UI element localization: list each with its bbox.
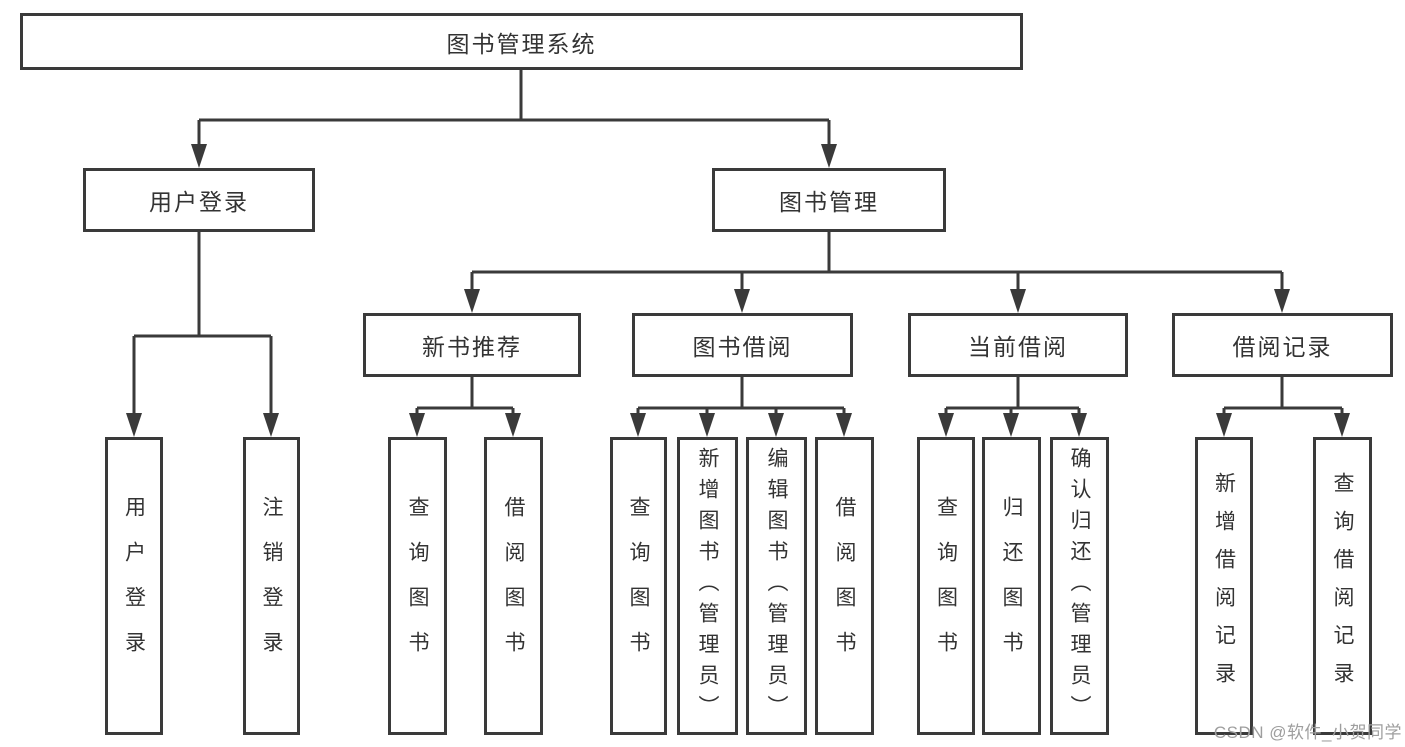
node-leaf-query-books-borrowing-label: 查询图书 <box>627 496 650 676</box>
node-leaf-return-books-label: 归还图书 <box>1000 496 1023 676</box>
node-leaf-edit-books-admin: 编辑图书（管理员） <box>746 437 807 735</box>
node-current-borrowing: 当前借阅 <box>908 313 1128 377</box>
node-leaf-add-borrow-record-label: 新增借阅记录 <box>1212 472 1236 700</box>
node-borrowing-records: 借阅记录 <box>1172 313 1393 377</box>
node-leaf-add-books-admin-label: 新增图书（管理员） <box>696 446 719 726</box>
node-leaf-logout: 注销登录 <box>243 437 300 735</box>
node-current-borrowing-label: 当前借阅 <box>968 334 1068 360</box>
node-leaf-edit-books-admin-label: 编辑图书（管理员） <box>765 446 788 726</box>
node-leaf-confirm-return-admin-label: 确认归还（管理员） <box>1068 446 1091 726</box>
node-leaf-query-books-current-label: 查询图书 <box>934 496 958 676</box>
node-book-borrowing-label: 图书借阅 <box>692 334 793 360</box>
node-leaf-borrow-books-label: 借阅图书 <box>833 496 856 676</box>
node-leaf-confirm-return-admin: 确认归还（管理员） <box>1050 437 1109 735</box>
arrowheads <box>126 144 1350 437</box>
node-leaf-query-borrow-record-label: 查询借阅记录 <box>1331 472 1354 700</box>
node-new-book-recommend: 新书推荐 <box>363 313 581 377</box>
node-leaf-user-login: 用户登录 <box>105 437 163 735</box>
node-leaf-user-login-label: 用户登录 <box>122 496 146 676</box>
node-borrowing-records-label: 借阅记录 <box>1232 334 1333 360</box>
node-user-login: 用户登录 <box>83 168 315 232</box>
node-leaf-add-borrow-record: 新增借阅记录 <box>1195 437 1253 735</box>
node-book-management-label: 图书管理 <box>779 189 879 215</box>
node-library-system: 图书管理系统 <box>20 13 1023 70</box>
node-leaf-logout-label: 注销登录 <box>260 496 283 676</box>
node-leaf-borrow-books: 借阅图书 <box>815 437 874 735</box>
csdn-watermark: CSDN @软件_小贺同学 <box>1213 723 1402 742</box>
node-leaf-return-books: 归还图书 <box>982 437 1041 735</box>
node-book-borrowing: 图书借阅 <box>632 313 853 377</box>
node-leaf-query-books-current: 查询图书 <box>917 437 975 735</box>
node-leaf-query-borrow-record: 查询借阅记录 <box>1313 437 1372 735</box>
node-leaf-query-books-recommend-label: 查询图书 <box>406 496 429 676</box>
node-new-book-recommend-label: 新书推荐 <box>422 334 522 360</box>
node-user-login-label: 用户登录 <box>149 189 249 215</box>
node-library-system-label: 图书管理系统 <box>446 30 597 57</box>
node-book-management: 图书管理 <box>712 168 946 232</box>
node-leaf-query-books-borrowing: 查询图书 <box>610 437 667 735</box>
node-leaf-query-books-recommend: 查询图书 <box>388 437 447 735</box>
node-leaf-borrow-books-recommend: 借阅图书 <box>484 437 543 735</box>
node-leaf-add-books-admin: 新增图书（管理员） <box>677 437 738 735</box>
node-leaf-borrow-books-recommend-label: 借阅图书 <box>502 496 525 676</box>
